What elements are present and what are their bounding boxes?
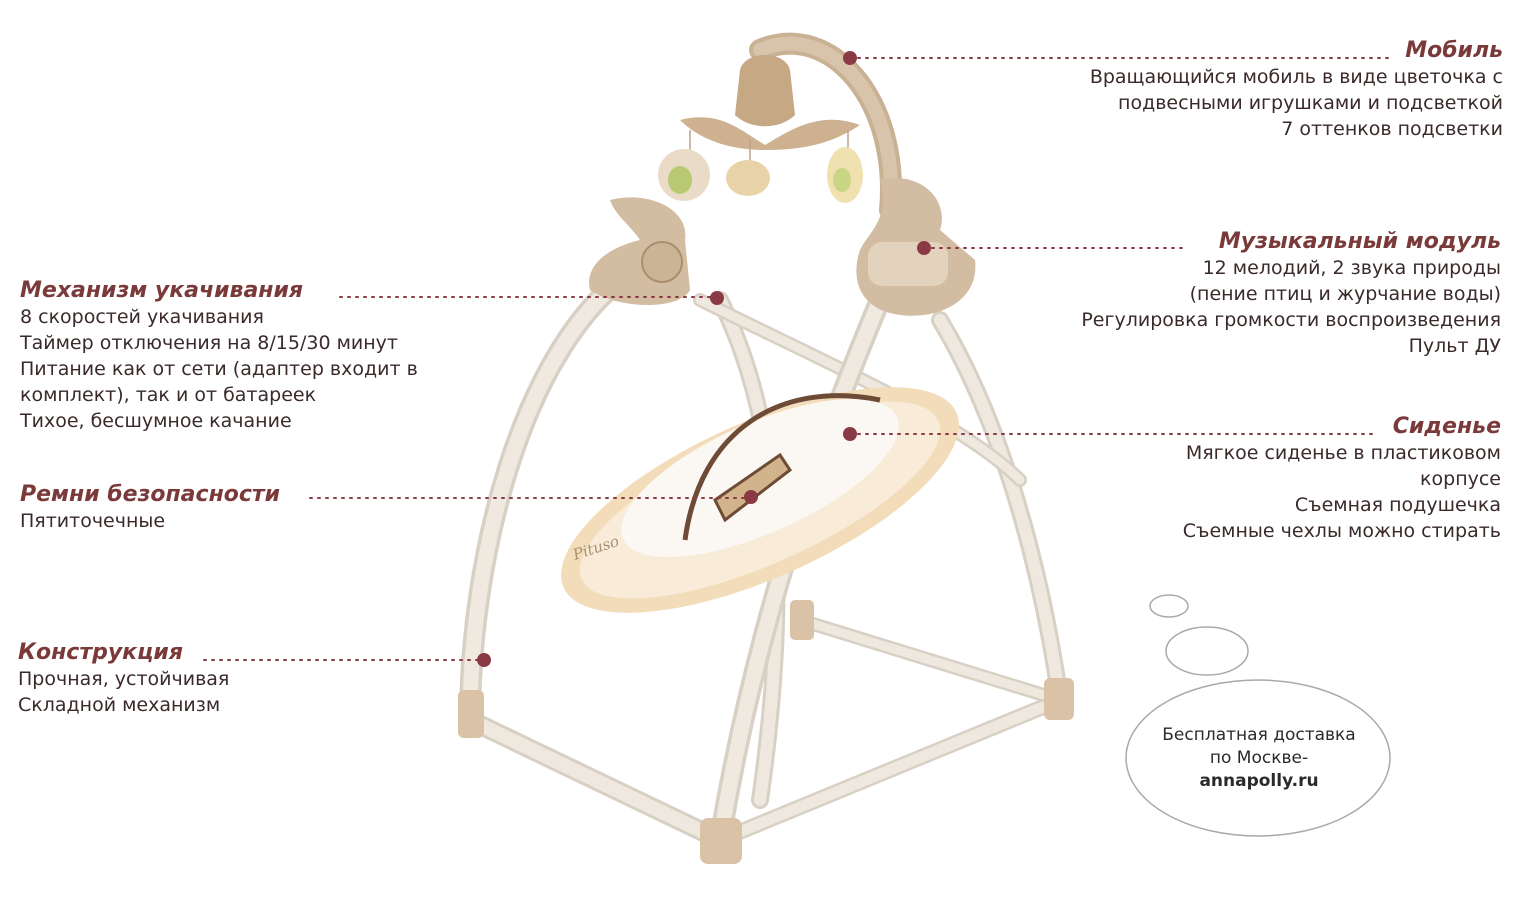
feature-music-line: (пение птиц и журчание воды) xyxy=(1189,283,1501,305)
feature-seat-title: Сиденье xyxy=(1392,414,1501,439)
feature-frame-line: Прочная, устойчивая xyxy=(18,668,230,690)
callout-dots xyxy=(477,51,931,667)
feature-mobile-title: Мобиль xyxy=(1405,38,1503,63)
feature-frame-title: Конструкция xyxy=(18,640,183,665)
feature-belts-title: Ремни безопасности xyxy=(20,482,281,507)
callout-dot-belts xyxy=(744,490,758,504)
feature-music-line: Регулировка громкости воспроизведения xyxy=(1081,309,1501,331)
feature-seat-line: Съемная подушечка xyxy=(1294,494,1501,516)
feature-frame-line: Складной механизм xyxy=(18,694,221,716)
feature-mobile-line: 7 оттенков подсветки xyxy=(1281,118,1503,140)
seat-graphic: Pituso xyxy=(561,387,959,613)
feature-rocking-line: Таймер отключения на 8/15/30 минут xyxy=(20,332,398,354)
leader-lines xyxy=(203,57,1393,661)
feature-seat: Сиденье Мягкое сиденье в пластиковом кор… xyxy=(1183,414,1501,544)
mobile-arch xyxy=(749,32,902,221)
feature-seat-line: Мягкое сиденье в пластиковом xyxy=(1185,442,1501,464)
motor-unit xyxy=(589,197,690,305)
delivery-line: по Москве- xyxy=(1209,748,1309,768)
feature-rocking-line: 8 скоростей укачивания xyxy=(20,306,264,328)
feature-rocking-line: Тихое, бесшумное качание xyxy=(20,410,292,432)
feature-music: Музыкальный модуль 12 мелодий, 2 звука п… xyxy=(1081,229,1501,359)
feature-rocking-title: Механизм укачивания xyxy=(20,278,304,303)
feature-music-title: Музыкальный модуль xyxy=(1218,229,1501,254)
callout-dot-rocking xyxy=(710,291,724,305)
callout-dot-frame xyxy=(477,653,491,667)
feature-belts: Ремни безопасности Пятиточечные xyxy=(20,482,280,534)
callout-dot-music xyxy=(917,241,931,255)
mobile-flower xyxy=(658,55,863,203)
callout-dot-mobile xyxy=(843,51,857,65)
music-unit xyxy=(856,178,976,316)
feature-mobile: Мобиль Вращающийся мобиль в виде цветочк… xyxy=(1090,38,1503,142)
callout-dot-seat xyxy=(843,427,857,441)
delivery-thought-bubble xyxy=(1125,594,1391,837)
feature-rocking-line: комплект), так и от батареек xyxy=(20,384,317,406)
feet xyxy=(458,600,1074,864)
delivery-site: annapolly.ru xyxy=(1199,771,1319,791)
feature-seat-line: корпусе xyxy=(1420,468,1501,490)
feature-belts-line: Пятиточечные xyxy=(20,510,166,532)
feature-rocking-line: Питание как от сети (адаптер входит в xyxy=(20,358,418,380)
feature-music-line: Пульт ДУ xyxy=(1408,335,1501,357)
feature-mobile-line: подвесными игрушками и подсветкой xyxy=(1118,92,1503,114)
feature-music-line: 12 мелодий, 2 звука природы xyxy=(1202,257,1501,279)
feature-seat-line: Съемные чехлы можно стирать xyxy=(1182,520,1501,542)
delivery-line: Бесплатная доставка xyxy=(1162,725,1356,745)
feature-frame: Конструкция Прочная, устойчивая Складной… xyxy=(18,640,229,718)
feature-mobile-line: Вращающийся мобиль в виде цветочка с xyxy=(1089,66,1503,88)
delivery-note: Бесплатная доставка по Москве- annapolly… xyxy=(1128,724,1390,793)
feature-rocking: Механизм укачивания 8 скоростей укачиван… xyxy=(20,278,418,434)
